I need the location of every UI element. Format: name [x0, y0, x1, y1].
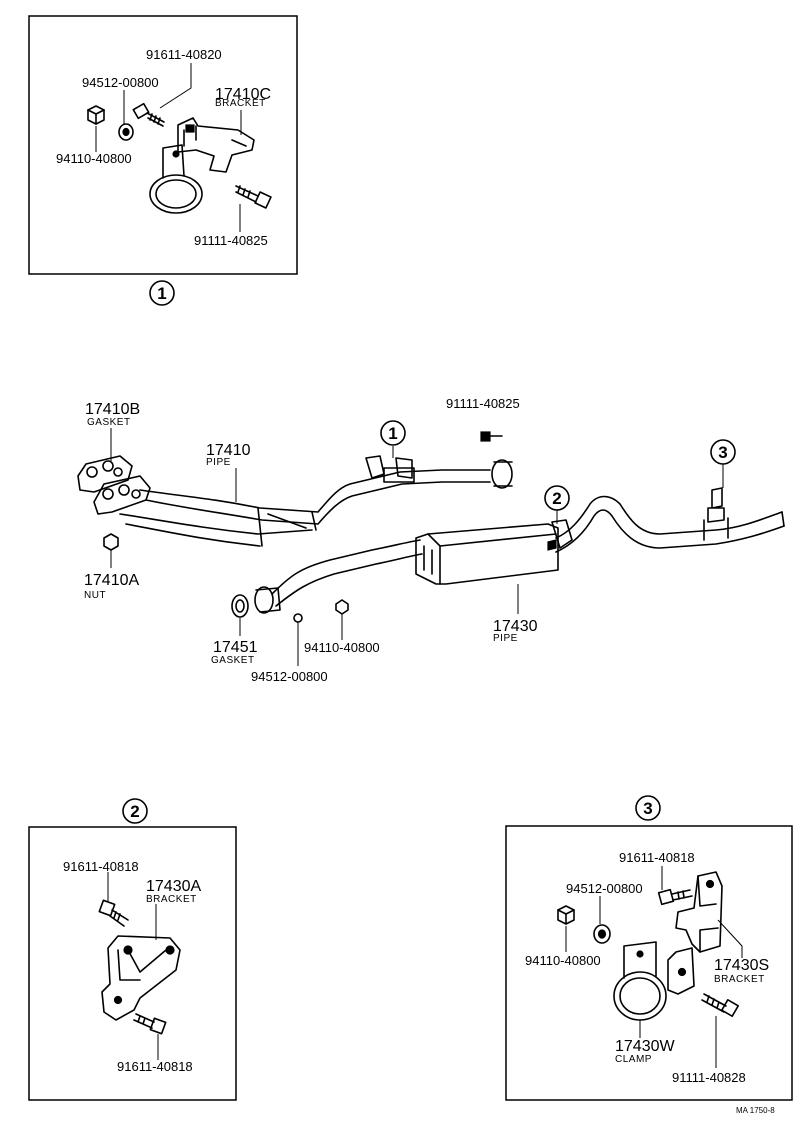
label-17410c-desc: BRACKET	[215, 98, 266, 109]
pipe-17430-flange	[254, 586, 274, 614]
clamp-17430w	[613, 971, 667, 1021]
pipe-17410	[139, 469, 491, 513]
label-94110-40800: 94110-40800	[304, 640, 380, 655]
gasket-17410b	[77, 455, 133, 493]
diagram-reference: MA 1750-8	[736, 1106, 775, 1115]
clamp-ring	[149, 174, 203, 214]
bolt-icon	[480, 431, 503, 442]
label-94110-40800: 94110-40800	[56, 151, 132, 166]
label-17410: 17410	[206, 442, 251, 459]
bracket-17430a-mounted	[551, 519, 573, 549]
marker-3-circle	[635, 795, 661, 821]
gasket-17451	[231, 594, 249, 618]
detail-1-panel: 91611-40820 94512-00800 17410C BRACKET 9…	[28, 15, 298, 306]
label-17430s-desc: BRACKET	[714, 974, 765, 985]
bolt-icon	[657, 888, 693, 906]
label-17410a: 17410A	[84, 572, 139, 589]
label-91611-40818: 91611-40818	[619, 850, 695, 865]
main-assembly: 17410B GASKET 17410 PIPE 1 91111-40825 3…	[77, 396, 785, 684]
bolt-icon	[701, 993, 739, 1017]
detail-1-frame	[28, 15, 298, 275]
label-17410-desc: PIPE	[206, 457, 231, 468]
label-17430w-desc: CLAMP	[615, 1054, 652, 1065]
bolt-icon	[133, 1013, 167, 1035]
label-91611-40820: 91611-40820	[146, 47, 222, 62]
marker-3-circle	[710, 439, 736, 465]
marker-1-label: 1	[388, 424, 397, 443]
pipe-17410-flange	[93, 475, 151, 515]
label-17410a-desc: NUT	[84, 590, 106, 601]
washer-icon	[118, 123, 134, 141]
label-94512-00800: 94512-00800	[251, 669, 328, 684]
washer-icon	[293, 613, 303, 623]
marker-3-label: 3	[718, 443, 727, 462]
detail-2-panel: 2 91611-40818 17430A BRACKET 91611-40818	[28, 798, 237, 1101]
marker-1-circle	[380, 420, 406, 446]
bracket-17410c	[177, 117, 255, 173]
detail-3-panel: 3 91611-40818	[505, 795, 793, 1101]
bracket-17430s-mounted	[707, 487, 725, 523]
bracket-17430a	[101, 935, 181, 1021]
marker-2-label: 2	[130, 802, 139, 821]
label-94512-00800: 94512-00800	[82, 75, 159, 90]
nut-icon	[557, 905, 575, 925]
label-17430w: 17430W	[615, 1038, 675, 1055]
label-91611-40818-bottom: 91611-40818	[117, 1059, 193, 1074]
marker-3-label: 3	[643, 799, 652, 818]
detail-2-frame	[28, 826, 237, 1101]
label-91111-40825: 91111-40825	[194, 233, 268, 248]
bracket-17430s	[675, 871, 723, 953]
pipe-17430	[271, 539, 421, 595]
bolt-icon	[98, 899, 129, 927]
label-17430s: 17430S	[714, 957, 769, 974]
label-94110-40800: 94110-40800	[525, 953, 601, 968]
bolt-icon	[235, 185, 272, 209]
label-91111-40825: 91111-40825	[446, 396, 520, 411]
label-17410b-desc: GASKET	[87, 417, 131, 428]
marker-1-label: 1	[157, 284, 166, 303]
label-94512-00800: 94512-00800	[566, 881, 643, 896]
washer-icon	[593, 924, 611, 944]
nut-icon	[87, 105, 105, 125]
muffler	[415, 523, 559, 585]
bolt-icon	[132, 102, 165, 127]
tailpipe	[555, 495, 783, 539]
nut-icon	[335, 599, 349, 615]
label-17451-desc: GASKET	[211, 655, 255, 666]
nut-icon	[185, 124, 195, 133]
marker-2-circle	[544, 485, 570, 511]
label-91611-40818-top: 91611-40818	[63, 859, 139, 874]
label-17430a-desc: BRACKET	[146, 894, 197, 905]
label-91111-40828: 91111-40828	[672, 1070, 746, 1085]
label-17430-desc: PIPE	[493, 633, 518, 644]
nut-icon	[103, 533, 119, 551]
marker-1-circle	[149, 280, 175, 306]
label-17451: 17451	[213, 639, 258, 656]
detail-3-frame	[505, 825, 793, 1101]
marker-2-circle	[122, 798, 148, 824]
label-17430a: 17430A	[146, 878, 201, 895]
marker-2-label: 2	[552, 489, 561, 508]
label-17430: 17430	[493, 618, 538, 635]
label-17410c: 17410C	[215, 86, 271, 103]
pipe-17410-outlet	[491, 459, 513, 489]
label-17410b: 17410B	[85, 401, 140, 418]
